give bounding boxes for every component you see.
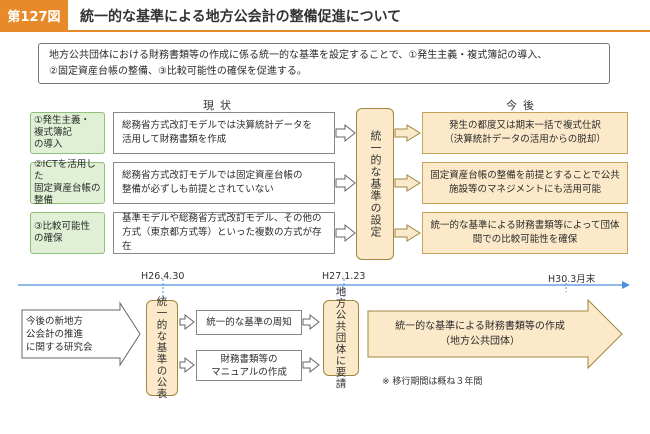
outcome-arrow-shape (367, 298, 623, 370)
publication-box: 統一的な基準の公表 (146, 296, 178, 400)
study-group-arrow-shape (21, 301, 141, 367)
arrow-dissemination-to-request (302, 313, 320, 331)
column-header-future: 今後 (506, 99, 540, 112)
arrow-from-center-1 (394, 124, 421, 142)
future-box-comparability: 統一的な基準による財務書類等によって団体 間での比較可能性を確保 (422, 212, 628, 254)
figure-label: 第127図 (0, 0, 68, 30)
future-box-accrual: 発生の都度又は期末一括で複式仕訳 （決算統計データの活用からの脱却） (422, 112, 628, 154)
center-unified-standard-label: 統一的な基準の設定 (369, 130, 382, 238)
figure-title: 統一的な基準による地方公会計の整備促進について (80, 9, 402, 25)
study-group-label: 今後の新地方 公会計の推進 に関する研究会 (26, 315, 93, 353)
transition-note: ※ 移行期間は概ね３年間 (382, 377, 483, 387)
timeline-arrowhead (622, 281, 630, 289)
current-box-comparability: 基準モデルや総務省方式改訂モデル、その他の 方式（東京都方式等）といった複数の方… (113, 212, 335, 254)
arrow-to-center-1 (335, 123, 356, 143)
header-rule (0, 30, 650, 32)
current-box-accrual: 総務省方式改訂モデルでは決算統計データを 活用して財務書類を作成 (113, 112, 335, 154)
current-box-asset-ledger: 総務省方式改訂モデルでは固定資産台帳の 整備が必ずしも前提とされていない (113, 162, 335, 204)
arrow-to-manual (179, 356, 195, 374)
date-h26: H26.4.30 (141, 271, 185, 282)
request-box: 地方公共団体に要請 (323, 286, 359, 390)
intro-line-2: ②固定資産台帳の整備、③比較可能性の確保を促進する。 (49, 66, 307, 77)
arrow-from-center-3 (394, 224, 421, 242)
arrow-to-dissemination (179, 313, 195, 331)
intro-box: 地方公共団体における財務書類等の作成に係る統一的な基準を設定することで、①発生主… (38, 43, 610, 84)
intro-line-1: 地方公共団体における財務書類等の作成に係る統一的な基準を設定することで、①発生主… (49, 50, 548, 61)
request-label: 地方公共団体に要請 (334, 286, 347, 390)
column-header-current: 現状 (203, 99, 237, 112)
center-unified-standard-box: 統一的な基準の設定 (356, 108, 394, 260)
arrow-to-center-2 (335, 173, 356, 193)
publication-label: 統一的な基準の公表 (155, 296, 168, 400)
row-label-comparability: ③比較可能性 の確保 (30, 212, 105, 254)
future-box-asset-ledger: 固定資産台帳の整備を前提とすることで公共 施設等のマネジメントにも活用可能 (422, 162, 628, 204)
row-label-asset-ledger: ②ICTを活用した 固定資産台帳の 整備 (30, 159, 105, 206)
date-h30: H30.3月末 (548, 274, 596, 285)
manual-box: 財務書類等の マニュアルの作成 (196, 350, 302, 381)
row-label-accrual: ①発生主義・ 複式簿記 の導入 (30, 112, 105, 154)
date-h27: H27.1.23 (322, 271, 366, 282)
arrow-to-center-3 (335, 223, 356, 243)
arrow-from-center-2 (394, 174, 421, 192)
outcome-label: 統一的な基準による財務書類等の作成 （地方公共団体） (395, 321, 565, 347)
dissemination-box: 統一的な基準の周知 (196, 310, 302, 335)
arrow-manual-to-request (302, 356, 320, 374)
